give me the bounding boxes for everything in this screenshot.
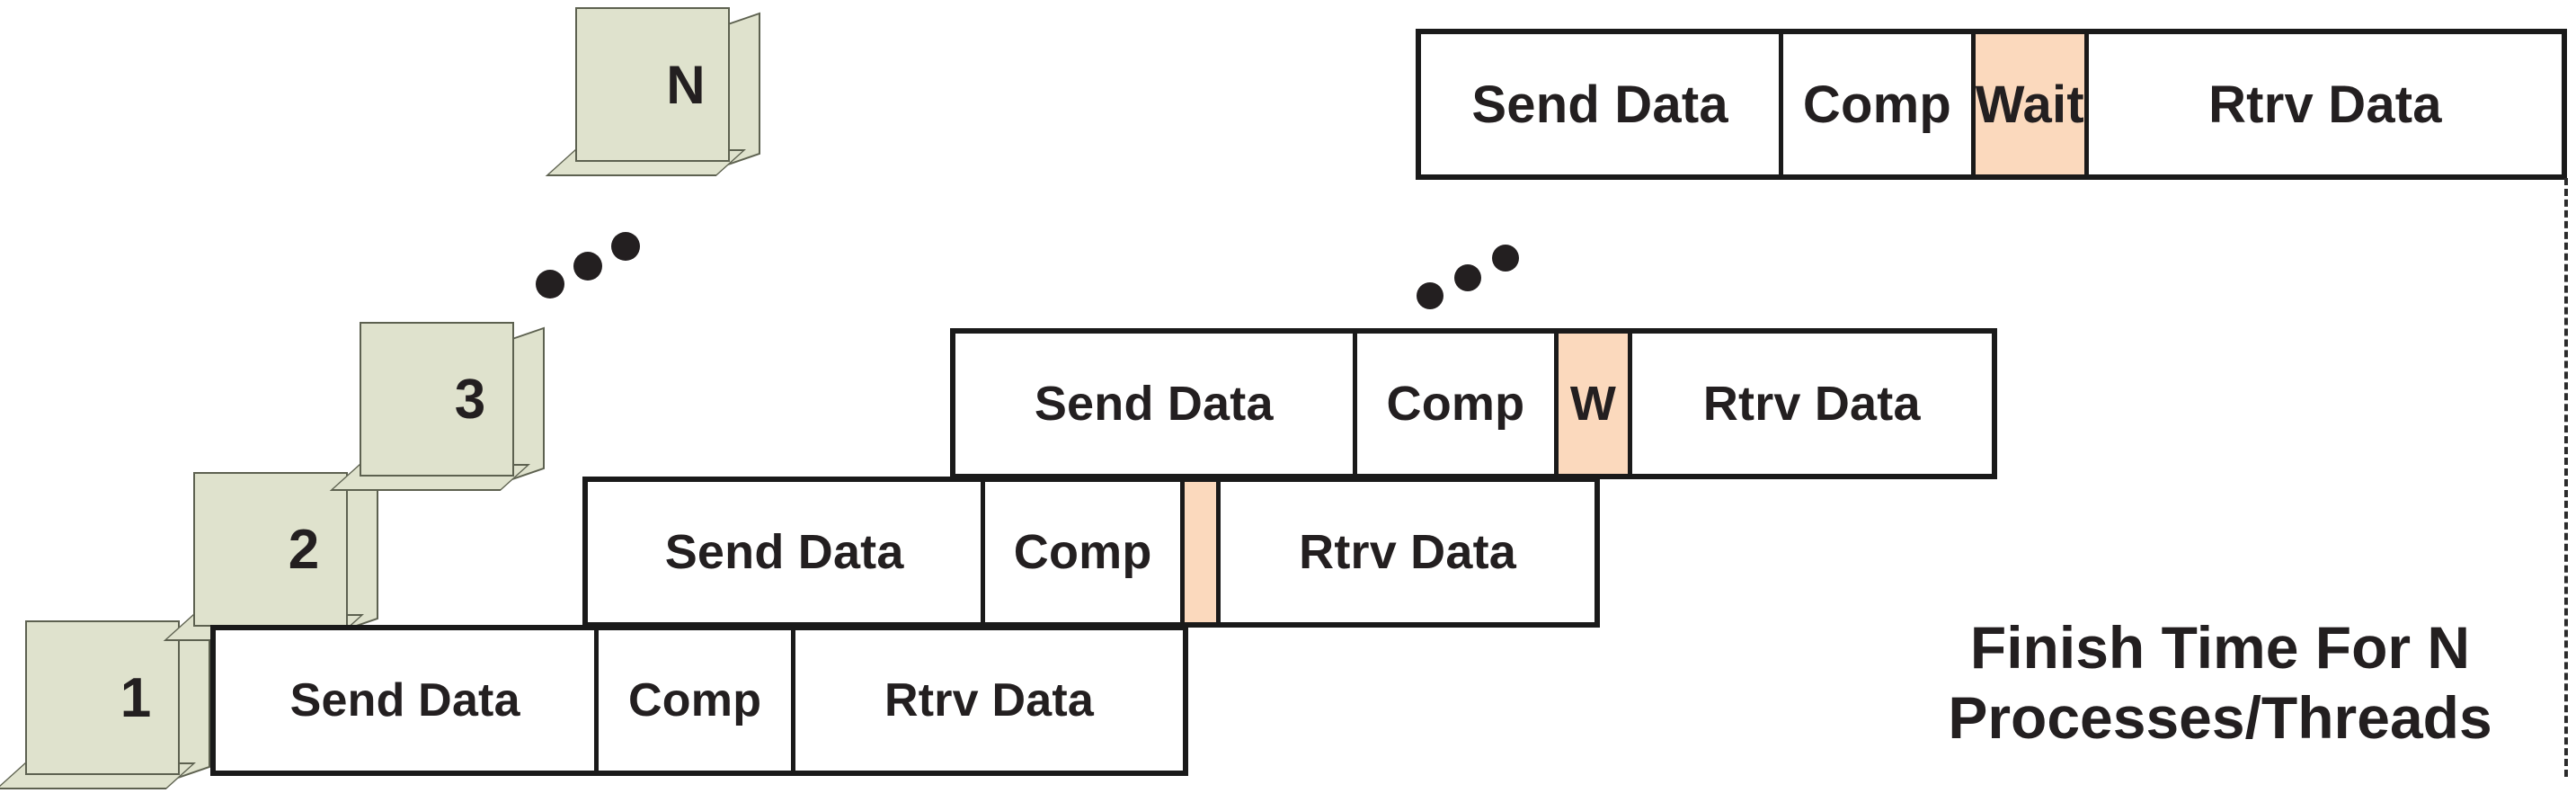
segment-label: Rtrv Data bbox=[2208, 75, 2442, 134]
timeline-row-3: Send Data Comp W Rtrv Data bbox=[950, 328, 1997, 479]
ellipsis-dot-right-3 bbox=[1492, 245, 1519, 272]
timeline-row-n: Send Data Comp Wait Rtrv Data bbox=[1416, 29, 2567, 180]
timeline-row-1: Send Data Comp Rtrv Data bbox=[210, 625, 1188, 776]
cube-label-3: 3 bbox=[454, 368, 486, 431]
segment-comp[interactable]: Comp bbox=[985, 482, 1186, 622]
segment-send-data[interactable]: Send Data bbox=[955, 334, 1357, 474]
segment-comp[interactable]: Comp bbox=[1783, 34, 1976, 174]
segment-send-data[interactable]: Send Data bbox=[588, 482, 986, 622]
segment-label: Rtrv Data bbox=[884, 674, 1094, 726]
caption-line-1: Finish Time For N bbox=[1969, 614, 2471, 681]
segment-label: Comp bbox=[628, 674, 762, 726]
segment-label: Wait bbox=[1975, 75, 2084, 134]
segment-label: Send Data bbox=[289, 674, 520, 726]
segment-label: Send Data bbox=[1471, 75, 1728, 134]
segment-label: Comp bbox=[1013, 525, 1152, 579]
cube-label-n: N bbox=[666, 54, 706, 115]
ellipsis-dot-left-1 bbox=[536, 270, 564, 299]
segment-comp[interactable]: Comp bbox=[1356, 334, 1559, 474]
finish-time-dashed-line bbox=[2564, 178, 2568, 777]
segment-label: Comp bbox=[1386, 377, 1525, 431]
timeline-row-2: Send Data Comp Rtrv Data bbox=[582, 477, 1600, 628]
segment-wait[interactable]: W bbox=[1559, 334, 1632, 474]
segment-label: W bbox=[1569, 377, 1616, 431]
segment-rtrv-data[interactable]: Rtrv Data bbox=[1631, 334, 1992, 474]
ellipsis-dot-right-2 bbox=[1454, 264, 1481, 291]
ellipsis-dot-right-1 bbox=[1417, 282, 1443, 309]
process-cube-n: N bbox=[545, 7, 760, 176]
process-cube-2: 2 bbox=[163, 472, 378, 641]
segment-wait[interactable]: Wait bbox=[1975, 34, 2089, 174]
ellipsis-dot-left-2 bbox=[573, 252, 602, 281]
cube-label-1: 1 bbox=[120, 666, 152, 729]
segment-comp[interactable]: Comp bbox=[599, 630, 795, 771]
segment-label: Rtrv Data bbox=[1702, 377, 1921, 431]
segment-label: Send Data bbox=[1034, 377, 1274, 431]
segment-label: Send Data bbox=[664, 525, 904, 579]
segment-label: Comp bbox=[1802, 75, 1952, 134]
finish-time-caption: Finish Time For N Processes/Threads bbox=[1888, 613, 2553, 753]
cube-label-2: 2 bbox=[288, 518, 320, 581]
process-cube-3: 3 bbox=[329, 322, 545, 491]
segment-label: Rtrv Data bbox=[1299, 525, 1517, 579]
segment-send-data[interactable]: Send Data bbox=[216, 630, 600, 771]
segment-wait[interactable] bbox=[1185, 482, 1221, 622]
process-cube-1: 1 bbox=[0, 620, 210, 789]
segment-send-data[interactable]: Send Data bbox=[1421, 34, 1784, 174]
ellipsis-dot-left-3 bbox=[611, 232, 640, 261]
segment-rtrv-data[interactable]: Rtrv Data bbox=[1221, 482, 1594, 622]
segment-rtrv-data[interactable]: Rtrv Data bbox=[795, 630, 1184, 771]
caption-line-2: Processes/Threads bbox=[1948, 683, 2492, 751]
segment-rtrv-data[interactable]: Rtrv Data bbox=[2088, 34, 2563, 174]
